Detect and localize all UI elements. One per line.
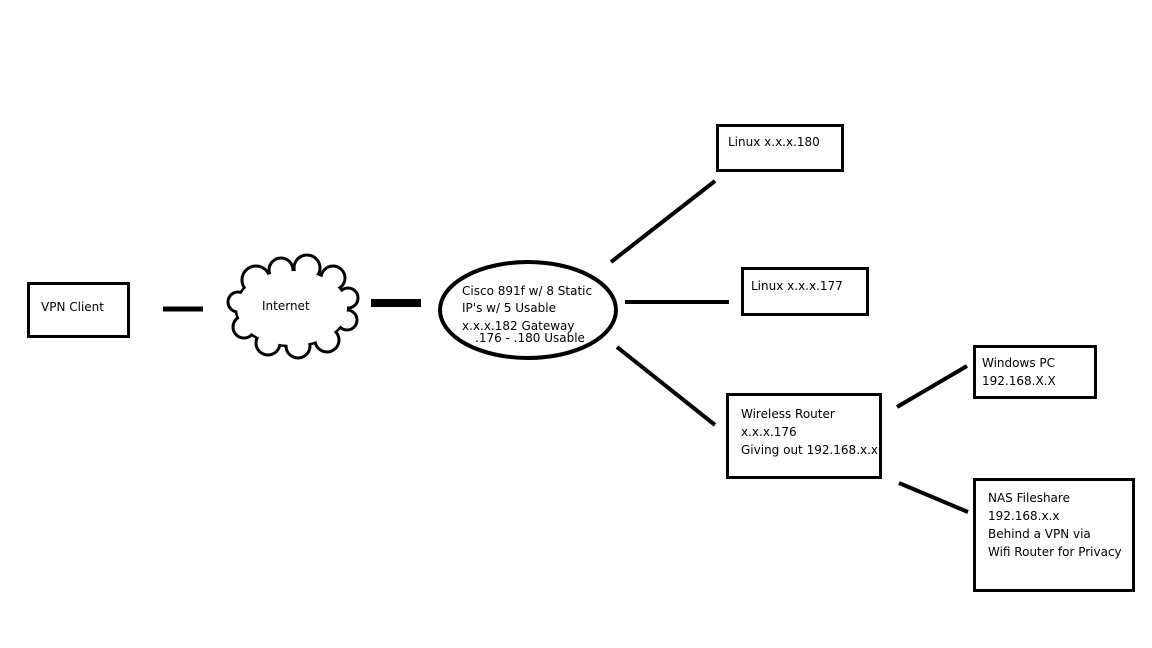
wireless-router-label-line-2: x.x.x.176 xyxy=(741,425,797,439)
vpn-client-node xyxy=(27,282,130,338)
link-wireless-windows xyxy=(895,364,969,409)
linux-180-label: Linux x.x.x.180 xyxy=(728,135,820,149)
linux-177-label: Linux x.x.x.177 xyxy=(751,279,843,293)
internet-label: Internet xyxy=(262,299,310,313)
wireless-router-label-line-1: Wireless Router xyxy=(741,407,835,421)
nas-fileshare-label-line-4: Wifi Router for Privacy xyxy=(988,545,1122,559)
cisco-router-node xyxy=(438,260,618,360)
nas-fileshare-label-line-1: NAS Fileshare xyxy=(988,491,1070,505)
windows-pc-node xyxy=(973,345,1097,399)
nas-fileshare-node xyxy=(973,478,1135,592)
wireless-router-node xyxy=(726,393,882,479)
cloud-icon xyxy=(226,253,360,360)
link-cisco-wireless xyxy=(615,345,717,427)
cisco-label-line-4: .176 - .180 Usable xyxy=(475,331,585,345)
link-wireless-nas xyxy=(898,481,969,514)
cisco-label-line-3: x.x.x.182 Gateway xyxy=(462,319,575,333)
wireless-router-label-line-3: Giving out 192.168.x.x xyxy=(741,443,879,457)
link-cisco-linux180 xyxy=(609,179,717,264)
linux-180-node xyxy=(716,124,844,172)
nas-fileshare-label-line-2: 192.168.x.x xyxy=(988,509,1060,523)
linux-177-node xyxy=(741,267,869,316)
cisco-label-line-2: IP's w/ 5 Usable xyxy=(462,301,556,315)
nas-fileshare-label-line-3: Behind a VPN via xyxy=(988,527,1091,541)
windows-pc-label-line-2: 192.168.X.X xyxy=(982,374,1056,388)
vpn-client-label: VPN Client xyxy=(41,300,104,314)
windows-pc-label-line-1: Windows PC xyxy=(982,356,1055,370)
cisco-label-line-1: Cisco 891f w/ 8 Static xyxy=(462,284,593,298)
